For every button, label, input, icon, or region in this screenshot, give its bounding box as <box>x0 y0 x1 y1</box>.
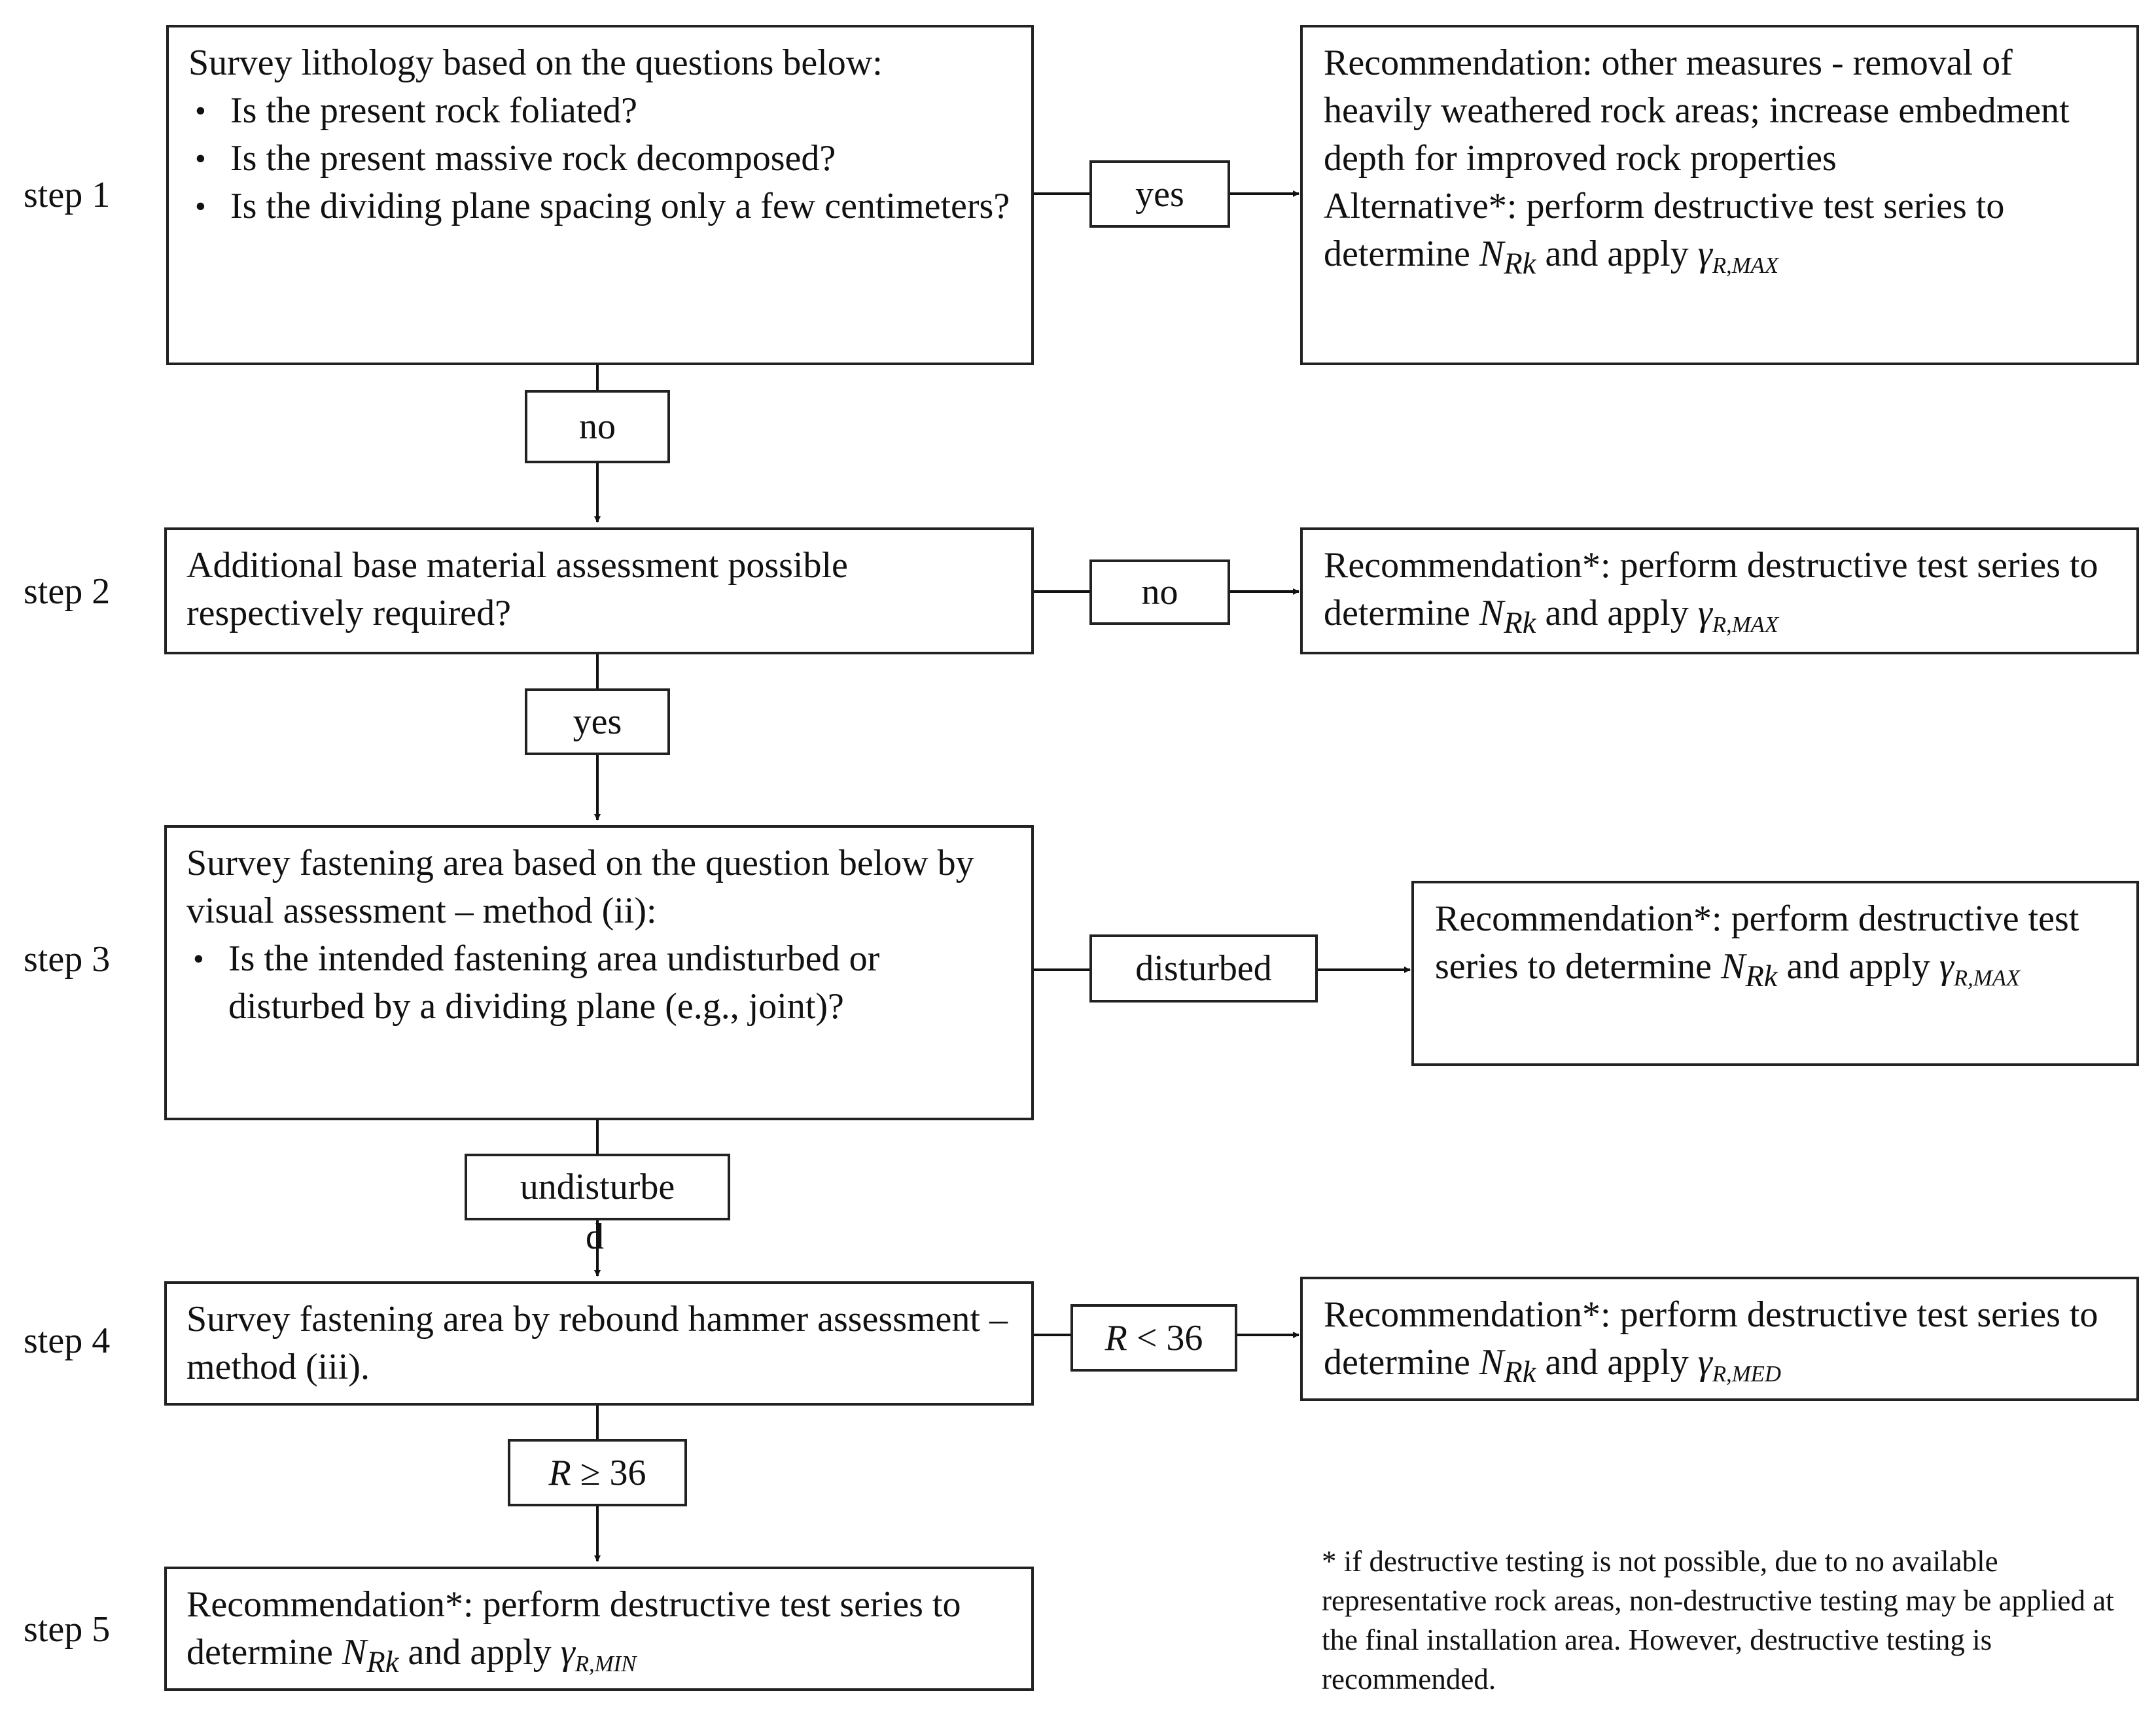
nrk-symbol: NRk <box>1479 1342 1536 1389</box>
gamma-r-max-symbol: γR,MAX <box>1697 593 1778 637</box>
rk-subscript: Rk <box>1504 606 1536 641</box>
footnote-text: * if destructive testing is not possible… <box>1322 1545 2114 1695</box>
nrk-symbol: NRk <box>342 1632 399 1679</box>
step1-recommendation-box: Recommendation: other measures - removal… <box>1300 25 2139 365</box>
gamma-r-min-symbol: γR,MIN <box>560 1632 637 1677</box>
and-apply-text: and apply <box>1786 946 1930 987</box>
recommendation-prefix: Recommendation*: perform destructive tes… <box>1324 545 2098 633</box>
step4-recommendation-box: Recommendation*: perform destructive tes… <box>1300 1277 2139 1401</box>
gamma-subscript: R,MED <box>1712 1361 1781 1387</box>
step1-intro: Survey lithology based on the questions … <box>188 43 883 83</box>
step-label-3: step 3 <box>24 939 111 980</box>
step-label-5: step 5 <box>24 1609 111 1650</box>
edge-label-step2-yes: yes <box>525 688 670 755</box>
and-apply-text: and apply <box>1545 1342 1689 1383</box>
step2-question: Additional base material assessment poss… <box>186 545 848 633</box>
gamma-letter: γ <box>1697 234 1712 274</box>
step2-recommendation-box: Recommendation*: perform destructive tes… <box>1300 527 2139 654</box>
recommendation-prefix: Recommendation*: perform destructive tes… <box>1324 1294 2098 1383</box>
gamma-r-med-symbol: γR,MED <box>1697 1342 1781 1387</box>
step1-question-foliated: Is the present rock foliated? <box>188 87 1013 135</box>
gamma-r-max-symbol: γR,MAX <box>1697 234 1778 278</box>
footnote: * if destructive testing is not possible… <box>1322 1542 2140 1699</box>
edge-label-step3-disturbed: disturbed <box>1089 934 1318 1002</box>
step3-question-list: Is the intended fastening area undisturb… <box>186 935 1013 1031</box>
step1-alternative-prefix: Alternative*: perform destructive test s… <box>1324 186 2005 274</box>
step3-visual-assessment-box: Survey fastening area based on the quest… <box>164 825 1034 1120</box>
gamma-letter: γ <box>1939 946 1954 987</box>
step1-question-spacing: Is the dividing plane spacing only a few… <box>188 183 1013 230</box>
step3-recommendation-text: Recommendation*: perform destructive tes… <box>1435 895 2118 1002</box>
nrk-symbol: NRk <box>1479 593 1536 640</box>
step3-question-disturbed: Is the intended fastening area undisturb… <box>186 935 1013 1031</box>
gamma-r-max-symbol: γR,MAX <box>1939 946 2020 991</box>
step1-alternative-text: Alternative*: perform destructive test s… <box>1324 183 2118 289</box>
gamma-subscript: R,MAX <box>1712 253 1779 279</box>
nrk-symbol: NRk <box>1479 234 1536 281</box>
step-label-2: step 2 <box>24 571 111 612</box>
step4-rebound-hammer-box: Survey fastening area by rebound hammer … <box>164 1281 1034 1406</box>
gamma-letter: γ <box>560 1632 575 1673</box>
step4-text: Survey fastening area by rebound hammer … <box>186 1299 1008 1387</box>
rk-subscript: Rk <box>1504 1355 1536 1390</box>
step2-base-material-box: Additional base material assessment poss… <box>164 527 1034 654</box>
rk-subscript: Rk <box>1745 959 1778 994</box>
nrk-symbol: NRk <box>1720 946 1778 993</box>
gamma-subscript: R,MAX <box>1953 965 2021 991</box>
edge-label-step4-ge-36: R ≥ 36 <box>508 1439 687 1506</box>
ge-36-text: ≥ 36 <box>580 1452 646 1493</box>
recommendation-prefix: Recommendation*: perform destructive tes… <box>186 1584 961 1673</box>
step1-question-list: Is the present rock foliated? Is the pre… <box>188 87 1013 230</box>
and-apply-text: and apply <box>1545 593 1689 633</box>
step-label-1: step 1 <box>24 175 111 215</box>
gamma-letter: γ <box>1697 1342 1712 1383</box>
step1-lithology-box: Survey lithology based on the questions … <box>166 25 1034 365</box>
lt-36-text: < 36 <box>1136 1317 1203 1358</box>
step-label-4: step 4 <box>24 1321 111 1361</box>
step3-intro: Survey fastening area based on the quest… <box>186 843 974 931</box>
n-letter: N <box>1720 946 1746 987</box>
and-apply-text: and apply <box>1545 234 1689 274</box>
edge-label-step3-undisturbed-overflow: d <box>586 1216 604 1257</box>
rk-subscript: Rk <box>366 1645 399 1680</box>
gamma-letter: γ <box>1697 593 1712 633</box>
edge-label-step1-yes: yes <box>1089 160 1230 228</box>
n-letter: N <box>342 1632 367 1673</box>
n-letter: N <box>1479 1342 1504 1383</box>
recommendation-prefix: Recommendation*: perform destructive tes… <box>1435 898 2079 987</box>
edge-label-step1-no: no <box>525 390 670 463</box>
gamma-subscript: R,MIN <box>574 1651 637 1677</box>
gamma-subscript: R,MAX <box>1712 612 1779 638</box>
step4-recommendation-text: Recommendation*: perform destructive tes… <box>1324 1291 2118 1398</box>
edge-label-step2-no: no <box>1089 559 1230 625</box>
and-apply-text: and apply <box>408 1632 552 1673</box>
step1-question-decomposed: Is the present massive rock decomposed? <box>188 135 1013 183</box>
step3-recommendation-box: Recommendation*: perform destructive tes… <box>1411 881 2139 1066</box>
rk-subscript: Rk <box>1504 247 1536 281</box>
r-symbol: R <box>1105 1317 1127 1358</box>
step5-recommendation-box: Recommendation*: perform destructive tes… <box>164 1567 1034 1691</box>
step1-recommendation-text: Recommendation: other measures - removal… <box>1324 43 2070 179</box>
step2-recommendation-text: Recommendation*: perform destructive tes… <box>1324 542 2118 648</box>
edge-label-step3-undisturbed: undisturbe <box>465 1154 730 1220</box>
step5-recommendation-text: Recommendation*: perform destructive tes… <box>186 1581 1013 1688</box>
n-letter: N <box>1479 593 1504 633</box>
edge-label-step4-lt-36: R < 36 <box>1070 1304 1237 1372</box>
n-letter: N <box>1479 234 1504 274</box>
r-symbol: R <box>548 1452 571 1493</box>
